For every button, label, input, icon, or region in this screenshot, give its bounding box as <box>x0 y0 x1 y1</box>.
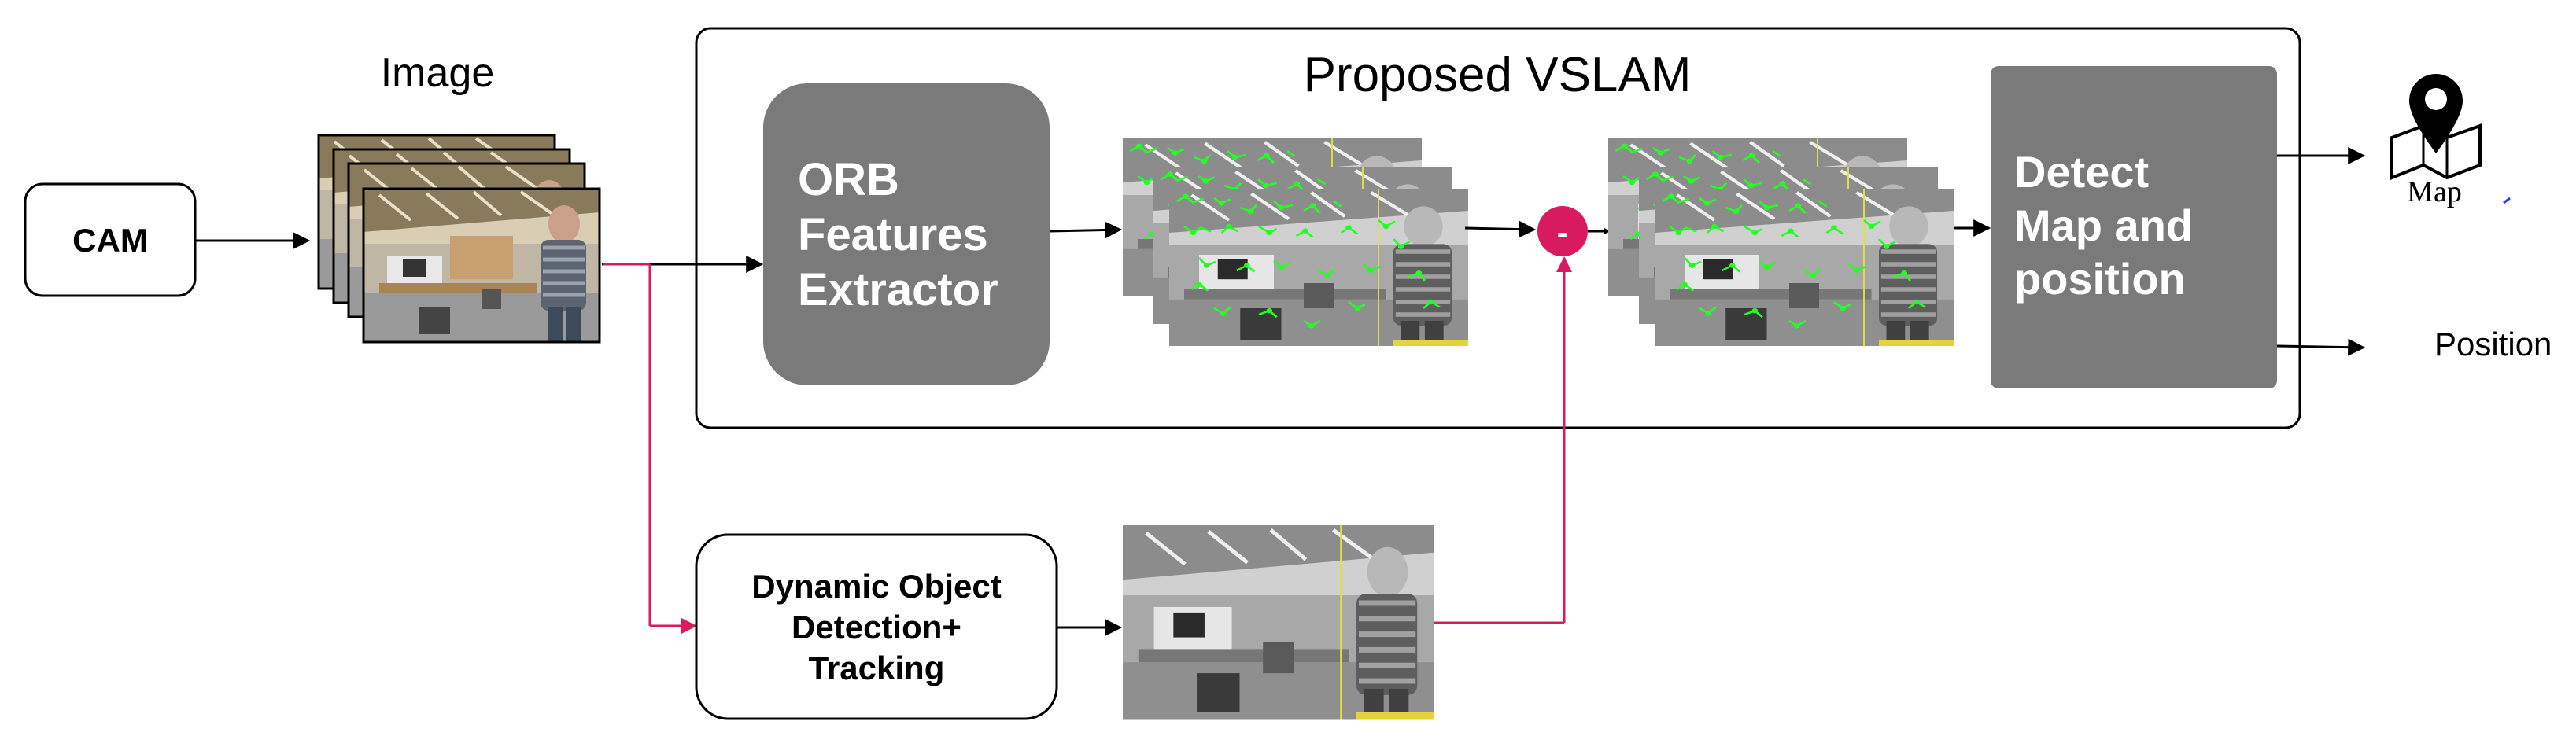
map-tick-mark <box>2503 197 2511 204</box>
orb-label-line-2: Features <box>798 209 988 260</box>
input-image-stack <box>319 135 600 342</box>
dynamic-label-line-2: Detection+ <box>792 609 961 646</box>
mask-to-subtract-connector <box>1434 256 1572 624</box>
orb-feature-frames <box>1123 138 1468 346</box>
dynamic-object-detection-node: Dynamic Object Detection+ Tracking <box>695 533 1058 720</box>
cam-node: CAM <box>24 182 197 297</box>
detect-to-position-arrow <box>2276 338 2366 356</box>
filtered-feature-frames <box>1608 138 1954 346</box>
image-label: Image <box>381 50 495 96</box>
features-to-subtract-arrow <box>1464 220 1537 238</box>
detect-label-line-2: Map and <box>2014 201 2193 250</box>
subtract-node: - <box>1537 206 1588 256</box>
orb-extractor-node: ORB Features Extractor <box>763 83 1050 385</box>
cam-label: CAM <box>72 222 148 259</box>
orb-to-features-arrow <box>1049 221 1123 239</box>
dynamic-label-line-1: Dynamic Object <box>751 568 1001 605</box>
subtract-symbol: - <box>1557 213 1569 252</box>
vslam-container: Proposed VSLAM <box>695 27 2301 429</box>
orb-label-line-3: Extractor <box>798 264 998 315</box>
position-label: Position <box>2434 326 2552 362</box>
map-label: Map <box>2407 175 2462 208</box>
map-pin-icon <box>2390 74 2482 180</box>
detect-label-line-1: Detect <box>2014 147 2149 197</box>
detect-map-position-node: Detect Map and position <box>1991 66 2277 388</box>
vslam-title: Proposed VSLAM <box>1304 48 1692 102</box>
dynamic-object-frame <box>1123 525 1434 720</box>
orb-label-line-1: ORB <box>798 154 899 205</box>
dynamic-label-line-3: Tracking <box>809 649 945 686</box>
image-to-dynamic-branch <box>603 263 697 634</box>
detect-label-line-3: position <box>2014 254 2186 304</box>
